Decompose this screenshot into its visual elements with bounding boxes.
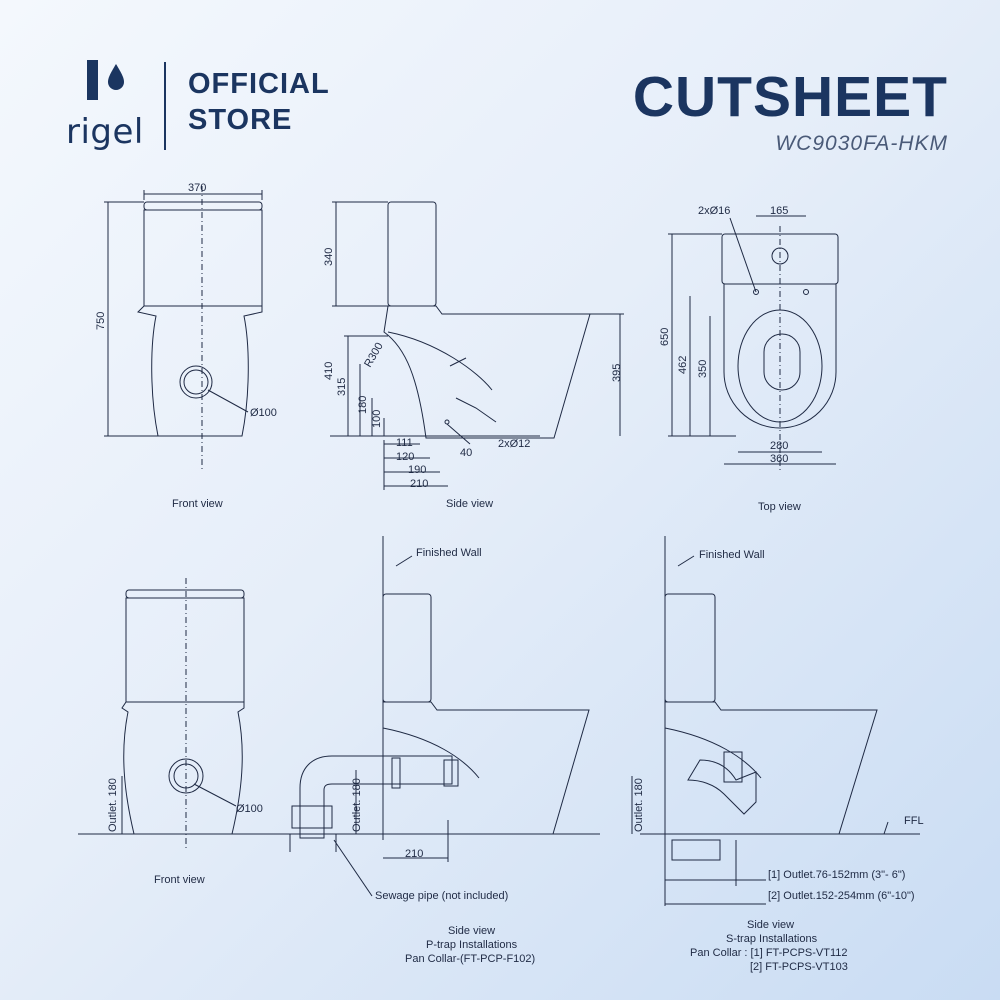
dim-side-315: 315: [336, 378, 348, 396]
strap-install-drawing: [631, 536, 920, 906]
dim-side-180: 180: [357, 396, 369, 414]
label-strap-outlet-1: [1] Outlet.76-152mm (3"- 6"): [768, 869, 905, 881]
label-strap-outlet-2: [2] Outlet.152-254mm (6"-10"): [768, 890, 915, 902]
top-view-drawing: [668, 215, 839, 470]
dim-top-360: 360: [770, 453, 788, 465]
dim-top-280: 280: [770, 440, 788, 452]
store-line-1: OFFICIAL: [188, 68, 330, 100]
label-front-view: Front view: [172, 498, 223, 510]
dim-top-462: 462: [677, 356, 689, 374]
label-outlet-front: Outlet. 180: [107, 778, 119, 832]
dim-side-40: 40: [460, 447, 472, 459]
label-ptrap-1: Side view: [448, 925, 495, 937]
header-divider: [164, 62, 166, 150]
label-sewage-pipe: Sewage pipe (not included): [375, 890, 508, 902]
side-view-drawing: [330, 201, 624, 490]
model-number: WC9030FA-HKM: [775, 132, 948, 155]
store-line-2: STORE: [188, 104, 293, 136]
dim-front-height: 750: [95, 312, 107, 330]
label-outlet-strap: Outlet. 180: [633, 778, 645, 832]
brand-name: rigel: [66, 112, 144, 152]
dim-front-outlet-2: Ø100: [236, 803, 263, 815]
front-install-drawing: [78, 578, 600, 850]
dim-top-650: 650: [659, 328, 671, 346]
label-outlet-ptrap: Outlet. 180: [351, 778, 363, 832]
label-side-view: Side view: [446, 498, 493, 510]
dim-side-190: 190: [408, 464, 426, 476]
dim-side-111: 111: [396, 437, 413, 449]
label-strap-1: Side view: [747, 919, 794, 931]
label-ffl: FFL: [904, 815, 924, 827]
dim-side-holes: 2xØ12: [498, 438, 530, 450]
label-finished-wall-strap: Finished Wall: [699, 549, 765, 561]
header: rigel OFFICIAL STORE CUTSHEET WC9030FA-H…: [0, 0, 1000, 170]
rigel-logo-icon: [87, 60, 124, 100]
store-label: OFFICIAL STORE: [188, 66, 330, 138]
dim-side-radius: R300: [362, 341, 386, 370]
label-top-view: Top view: [758, 501, 801, 513]
dim-front-width: 370: [188, 182, 206, 194]
dim-top-165: 165: [770, 205, 788, 217]
ptrap-install-drawing: [289, 536, 590, 897]
dim-front-outlet: Ø100: [250, 407, 277, 419]
dim-side-210: 210: [410, 478, 428, 490]
label-ptrap-2: P-trap Installations: [426, 939, 518, 951]
dim-top-holes: 2xØ16: [698, 205, 730, 217]
front-view-drawing: [104, 186, 263, 470]
label-strap-3: Pan Collar : [1] FT-PCPS-VT112: [690, 947, 848, 959]
page-title: CUTSHEET: [632, 65, 948, 129]
dim-side-410: 410: [323, 362, 335, 380]
dim-ptrap-210: 210: [405, 848, 423, 860]
label-strap-2: S-trap Installations: [726, 933, 818, 945]
label-finished-wall-ptrap: Finished Wall: [416, 547, 482, 559]
dim-top-350: 350: [697, 360, 709, 378]
label-front-view-2: Front view: [154, 874, 205, 886]
label-strap-4: [2] FT-PCPS-VT103: [750, 961, 848, 973]
dim-side-120: 120: [396, 451, 414, 463]
dim-side-395: 395: [611, 364, 623, 382]
label-ptrap-3: Pan Collar-(FT-PCP-F102): [405, 953, 535, 965]
dim-side-100: 100: [371, 410, 383, 428]
dim-tank-height: 340: [323, 248, 335, 266]
